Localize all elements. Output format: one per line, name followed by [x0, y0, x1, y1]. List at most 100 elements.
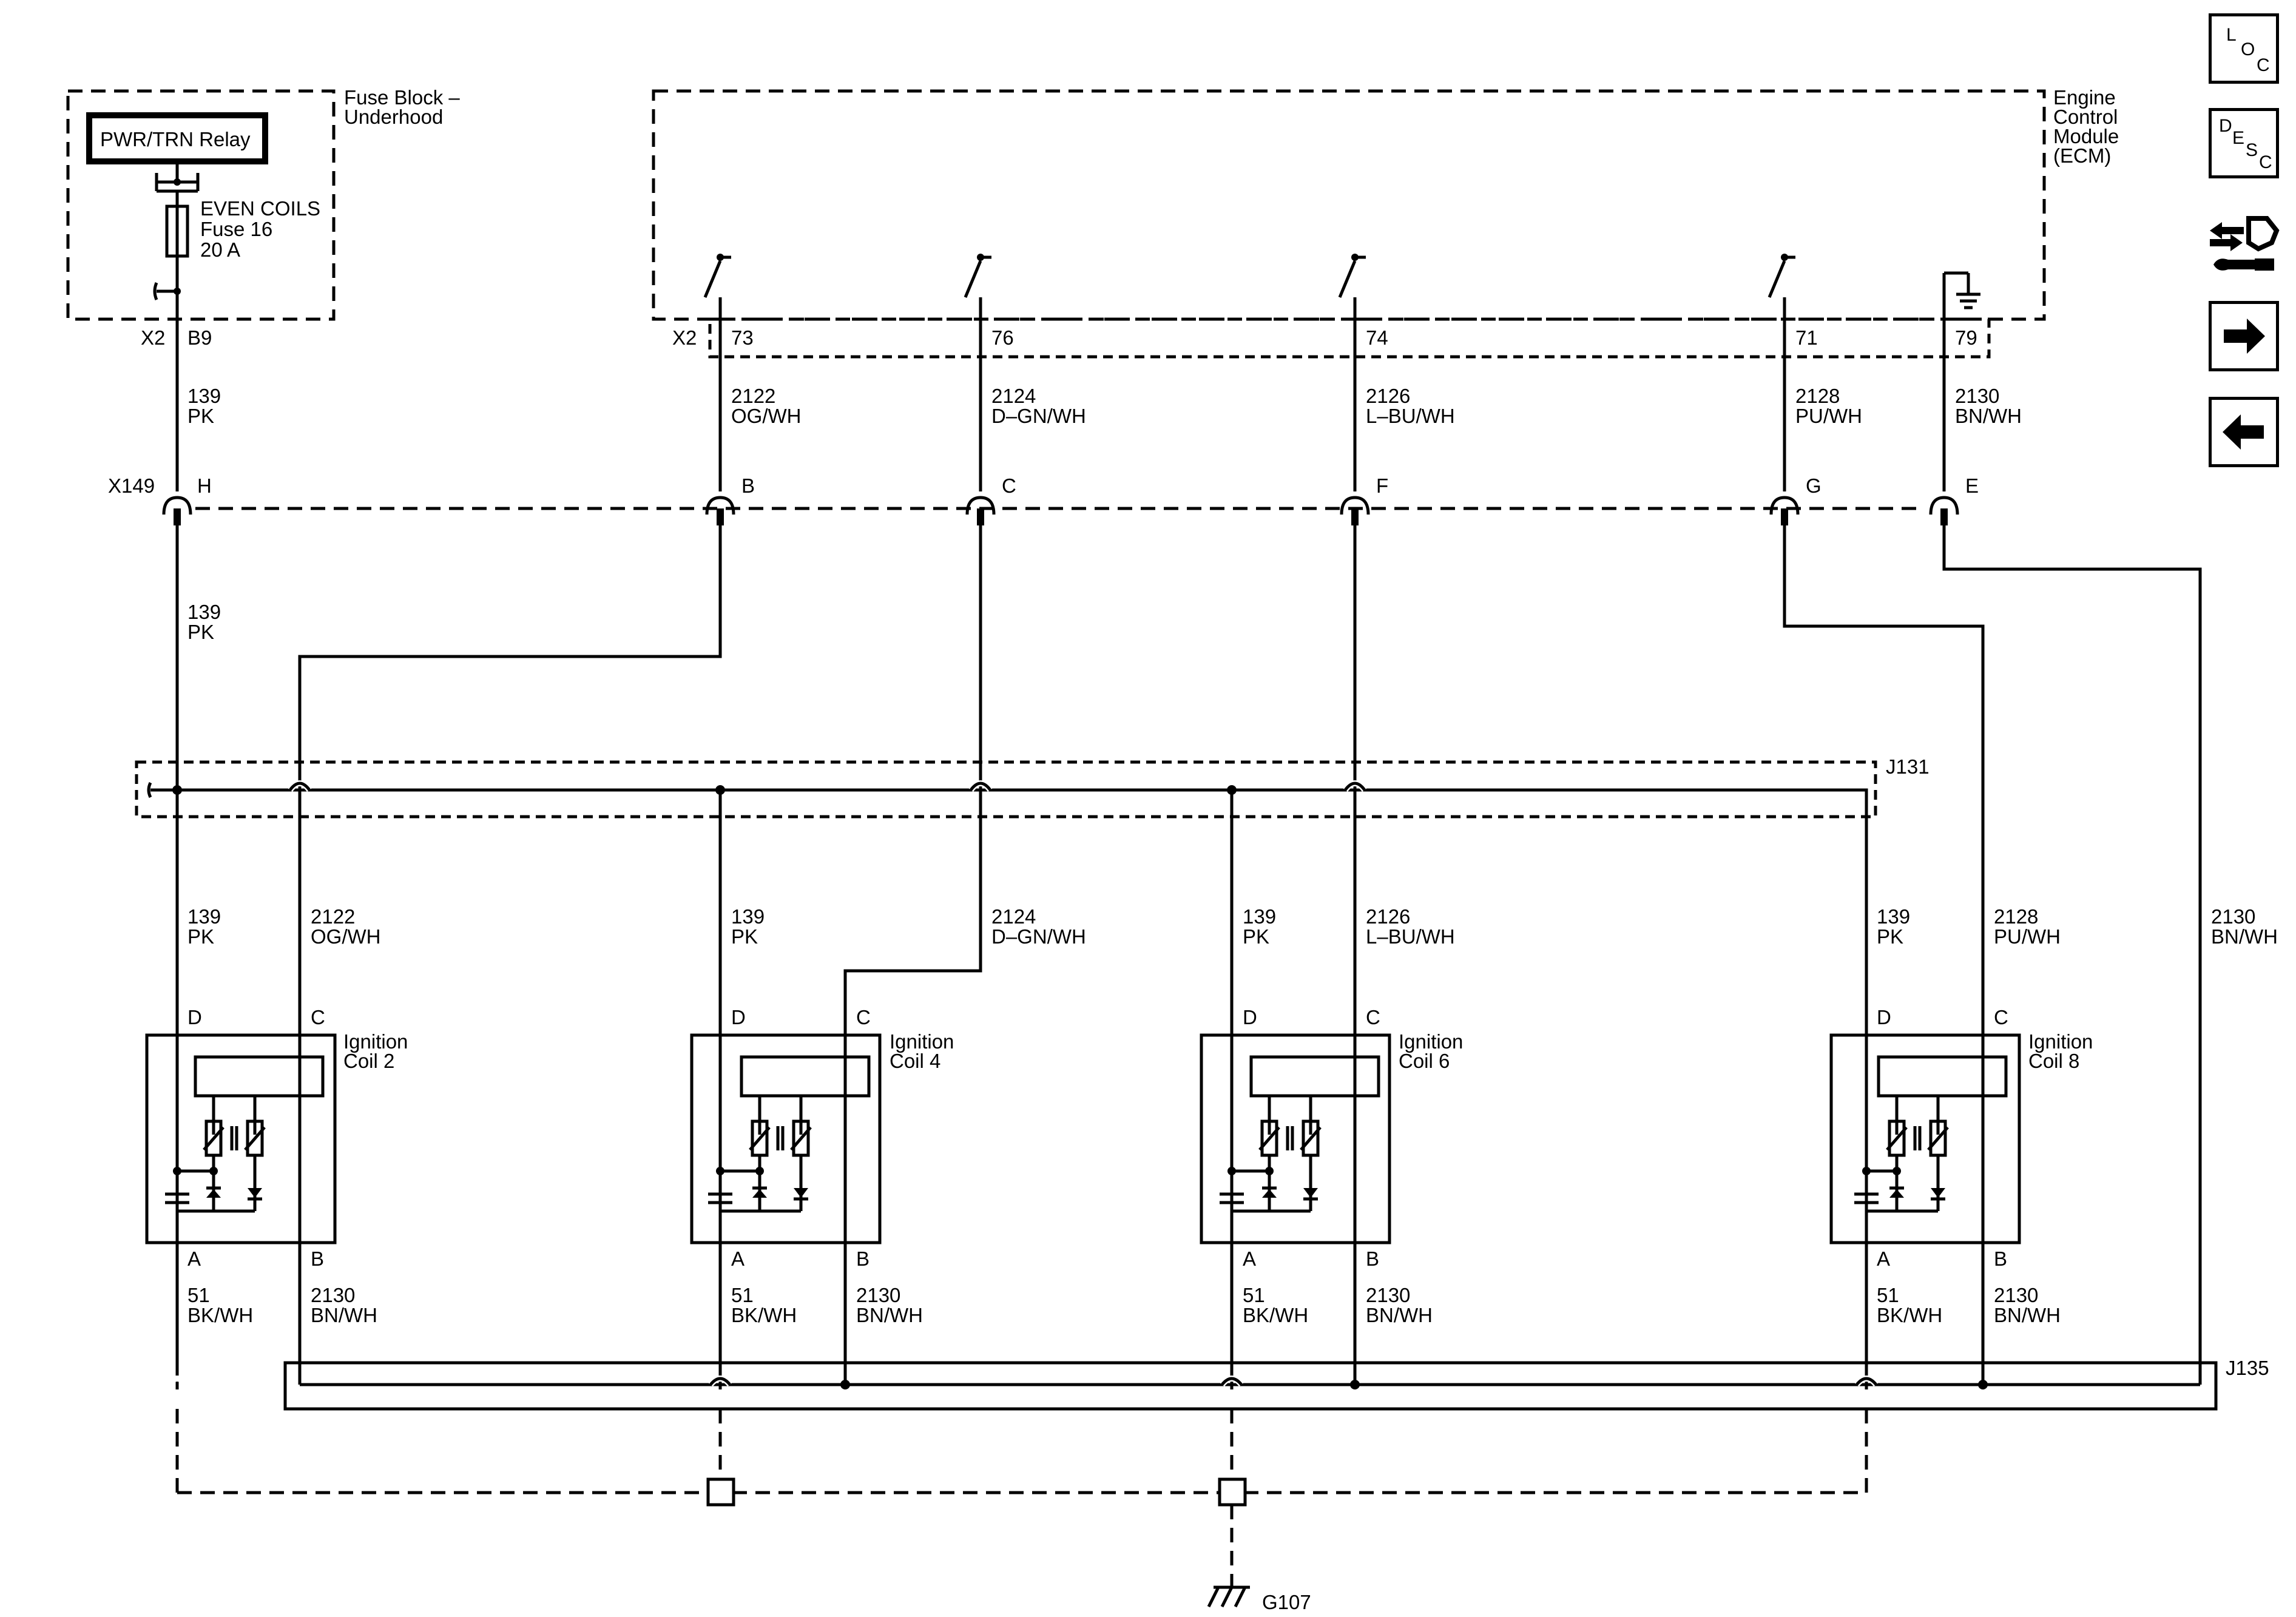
harness-wires: [175, 525, 2202, 1366]
relay-bus-icon: [155, 161, 200, 193]
coil2-name-2: Coil 2: [343, 1050, 394, 1072]
coil8-pin-a: A: [1877, 1247, 1890, 1270]
coil6-pin-b: B: [1366, 1247, 1379, 1270]
wire-139-upper-num: 139: [187, 385, 221, 407]
ecm-title-1: Engine: [2053, 86, 2116, 109]
coil6-sig-num: 2126: [1366, 905, 1410, 928]
coil4-name-2: Coil 4: [890, 1050, 940, 1072]
previous-page-button[interactable]: [2209, 397, 2279, 467]
ecm-title-4: (ECM): [2053, 144, 2111, 167]
ignition-coil-8: [1829, 1031, 2021, 1244]
x149-pin-icon: [162, 496, 1959, 525]
return-wire-color: BN/WH: [2211, 925, 2278, 948]
ground-label: G107: [1262, 1591, 1311, 1613]
wire-2122-upper-color: OG/WH: [731, 405, 801, 427]
wire-2126-upper-num: 2126: [1366, 385, 1410, 407]
next-page-button[interactable]: [2209, 301, 2279, 371]
coil6-pin-a: A: [1243, 1247, 1256, 1270]
coil6-pwr-num: 139: [1243, 905, 1276, 928]
return-wire-num: 2130: [2211, 905, 2255, 928]
ecm-title-2: Control: [2053, 106, 2118, 128]
loc-icon-o: O: [2241, 39, 2255, 59]
coil6-name-1: Ignition: [1399, 1030, 1463, 1053]
wire-139-lower-num: 139: [187, 601, 221, 623]
j135-label: J135: [2226, 1357, 2269, 1379]
coil8-a-color: BK/WH: [1877, 1304, 1942, 1326]
ecm-outline: [652, 89, 2046, 321]
wire-139-lower-color: PK: [187, 621, 214, 643]
x149-pin-g: G: [1806, 474, 1822, 497]
ignition-coil-2: [145, 1031, 337, 1244]
coil4-pin-a: A: [731, 1247, 745, 1270]
coil4-a-num: 51: [731, 1284, 754, 1306]
desc-button[interactable]: D E S C: [2209, 108, 2279, 178]
coil4-pin-b: B: [856, 1247, 869, 1270]
x149-label: X149: [108, 474, 155, 497]
fuse-block-connector-icon: [153, 282, 177, 300]
ecm-pin-74: 74: [1366, 326, 1388, 349]
coil8-pwr-color: PK: [1877, 925, 1903, 948]
x149-pin-e: E: [1965, 474, 1979, 497]
coil6-a-color: BK/WH: [1243, 1304, 1308, 1326]
ecm-pin-79: 79: [1955, 326, 1977, 349]
wire-2130-upper-num: 2130: [1955, 385, 1999, 407]
wire-2124-upper-color: D–GN/WH: [991, 405, 1086, 427]
x149-pin-h: H: [197, 474, 212, 497]
coil4-b-color: BN/WH: [856, 1304, 923, 1326]
coil6-pin-c: C: [1366, 1006, 1380, 1028]
desc-icon-e: E: [2232, 128, 2245, 148]
coil8-name-2: Coil 8: [2028, 1050, 2079, 1072]
coil2-b-num: 2130: [311, 1284, 355, 1306]
ecm-pin-76: 76: [991, 326, 1014, 349]
coil2-pin-a: A: [187, 1247, 201, 1270]
coil4-b-num: 2130: [856, 1284, 900, 1306]
wire-2124-upper-num: 2124: [991, 385, 1036, 407]
coil2-b-color: BN/WH: [311, 1304, 377, 1326]
ignition-coil-6: [1200, 1031, 1391, 1244]
ecm-conn-label: X2: [672, 326, 697, 349]
x149-pin-c: C: [1002, 474, 1016, 497]
fuse-block-conn-label: X2: [141, 326, 165, 349]
fuse-label-2: Fuse 16: [200, 218, 272, 240]
desc-icon-c: C: [2259, 152, 2272, 172]
j131-label: J131: [1886, 755, 1930, 778]
wire-2128-upper-num: 2128: [1795, 385, 1840, 407]
chassis-ground-icon: [1207, 1585, 1250, 1608]
connector-tool-button[interactable]: [2206, 206, 2281, 282]
wire-2122-upper-num: 2122: [731, 385, 775, 407]
coil6-a-num: 51: [1243, 1284, 1265, 1306]
ecm-switch-icon: [703, 254, 1795, 319]
upper-wires: [175, 319, 1946, 491]
ecm-connector-outline: [708, 317, 1991, 359]
ecm-pin-73: 73: [731, 326, 754, 349]
coil2-name-1: Ignition: [343, 1030, 408, 1053]
wire-2130-upper-color: BN/WH: [1955, 405, 2022, 427]
coil2-sig-num: 2122: [311, 905, 355, 928]
fuse-block-pin-label: B9: [187, 326, 212, 349]
coil4-a-color: BK/WH: [731, 1304, 797, 1326]
j131-bus: [147, 780, 1868, 1031]
coil6-name-2: Coil 6: [1399, 1050, 1450, 1072]
coil8-b-num: 2130: [1994, 1284, 2038, 1306]
fuse-label-1: EVEN COILS: [200, 197, 320, 220]
loc-icon-c: C: [2257, 55, 2270, 75]
coil6-b-color: BN/WH: [1366, 1304, 1433, 1326]
coil8-sig-color: PU/WH: [1994, 925, 2061, 948]
coil4-pin-c: C: [856, 1006, 871, 1028]
coil6-sig-color: L–BU/WH: [1366, 925, 1455, 948]
coil2-a-color: BK/WH: [187, 1304, 253, 1326]
coil2-pin-c: C: [311, 1006, 325, 1028]
pwr-trn-relay-label: PWR/TRN Relay: [100, 128, 251, 150]
loc-button[interactable]: L O C: [2209, 13, 2279, 84]
fuse-block-outline: [66, 89, 336, 321]
fuse-icon: [165, 191, 189, 295]
coil4-pin-d: D: [731, 1006, 746, 1028]
coil8-a-num: 51: [1877, 1284, 1899, 1306]
fuse-block-title-1: Fuse Block –: [344, 86, 460, 109]
x149-pin-b: B: [741, 474, 755, 497]
coil4-sig-num: 2124: [991, 905, 1036, 928]
coil8-sig-num: 2128: [1994, 905, 2038, 928]
coil2-pin-b: B: [311, 1247, 324, 1270]
